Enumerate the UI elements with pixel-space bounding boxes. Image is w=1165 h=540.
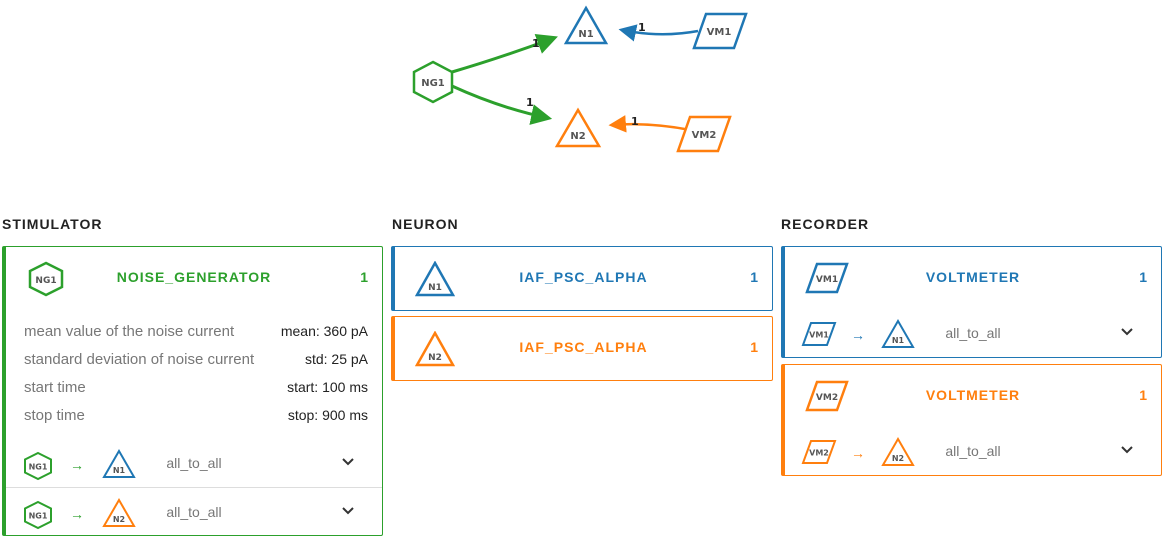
node-label: N2 [892, 454, 904, 463]
node-label: VM1 [707, 27, 732, 38]
parallelogram-icon: VM1 [801, 321, 837, 352]
chevron-down-icon[interactable] [338, 451, 358, 476]
param-label: standard deviation of noise current [24, 351, 255, 368]
chevron-down-icon[interactable] [338, 500, 358, 525]
edge-vm2-n2[interactable]: 1 [608, 115, 691, 133]
param-row-stop[interactable]: stop time stop: 900 ms [24, 407, 368, 431]
model-name: NOISE_GENERATOR [116, 269, 272, 285]
population-count: 1 [1139, 269, 1147, 285]
parallelogram-icon: VM2 [805, 379, 849, 418]
node-label: VM2 [692, 130, 717, 141]
param-label: start time [24, 379, 86, 396]
node-label: NG1 [421, 78, 445, 89]
population-count: 1 [1139, 387, 1147, 403]
node-label: N1 [428, 283, 442, 293]
edge-vm1-n1[interactable]: 1 [618, 21, 699, 42]
param-row-start[interactable]: start time start: 100 ms [24, 379, 368, 403]
node-label: NG1 [35, 276, 56, 286]
neuron-column-title: NEURON [392, 216, 459, 232]
node-n2[interactable]: N2 [554, 107, 602, 148]
node-vm2[interactable]: VM2 [676, 115, 732, 153]
edge-ng1-n1[interactable]: 1 [451, 33, 558, 74]
chevron-down-icon[interactable] [1117, 439, 1137, 464]
network-graph[interactable]: 1 1 1 1 NG1 N1 N2 VM1 VM2 [0, 0, 1165, 195]
param-label: stop time [24, 407, 85, 424]
arrow-right-icon: → [70, 457, 84, 473]
edge-weight-label: 1 [526, 96, 534, 109]
edge-weight-label: 1 [532, 37, 540, 50]
node-label: N1 [892, 336, 905, 345]
triangle-icon: N1 [102, 448, 136, 484]
node-vm1[interactable]: VM1 [692, 12, 748, 50]
node-label: NG1 [29, 463, 48, 472]
neuron-card-n2[interactable]: N2 IAF_PSC_ALPHA 1 [391, 316, 773, 381]
node-label: NG1 [29, 512, 48, 521]
hexagon-icon: NG1 [26, 261, 66, 302]
hexagon-icon: NG1 [22, 451, 54, 486]
param-row-std[interactable]: standard deviation of noise current std:… [24, 351, 368, 375]
recorder-card-header[interactable]: VM2 VOLTMETER 1 [785, 365, 1161, 427]
stimulator-card-header[interactable]: NG1 NOISE_GENERATOR 1 [6, 247, 382, 309]
triangle-icon: N1 [414, 260, 456, 302]
recorder-card-vm1[interactable]: VM1 VOLTMETER 1 VM1 → N1 all_to_all [781, 246, 1162, 358]
neuron-card-header[interactable]: N2 IAF_PSC_ALPHA 1 [395, 317, 772, 379]
population-count: 1 [750, 339, 758, 355]
model-name: VOLTMETER [925, 269, 1021, 285]
recorder-card-vm2[interactable]: VM2 VOLTMETER 1 VM2 → N2 all_to_all [781, 364, 1162, 476]
model-name: IAF_PSC_ALPHA [519, 339, 648, 355]
node-label: VM1 [809, 331, 829, 340]
node-label: VM2 [816, 393, 838, 403]
connection-row-vm1-n1[interactable]: VM1 → N1 all_to_all [785, 309, 1161, 357]
node-label: VM2 [809, 449, 829, 458]
edge-ng1-n2[interactable]: 1 [451, 84, 553, 125]
param-value[interactable]: mean: 360 pA [280, 323, 368, 339]
neuron-card-n1[interactable]: N1 IAF_PSC_ALPHA 1 [391, 246, 773, 311]
hexagon-icon: NG1 [22, 500, 54, 535]
node-label: N2 [428, 353, 442, 363]
triangle-icon: N2 [881, 436, 915, 472]
triangle-icon: N2 [414, 330, 456, 372]
arrow-right-icon: → [851, 445, 865, 461]
connection-row-ng1-n1[interactable]: NG1 → N1 all_to_all [6, 439, 382, 487]
parallelogram-icon: VM2 [801, 439, 837, 470]
recorder-column-title: RECORDER [781, 216, 870, 232]
chevron-down-icon[interactable] [1117, 321, 1137, 346]
connection-rule: all_to_all [945, 325, 1001, 341]
neuron-card-header[interactable]: N1 IAF_PSC_ALPHA 1 [395, 247, 772, 309]
triangle-icon: N2 [102, 497, 136, 533]
model-name: VOLTMETER [925, 387, 1021, 403]
triangle-icon: N1 [881, 318, 915, 354]
stimulator-card-ng1[interactable]: NG1 NOISE_GENERATOR 1 mean value of the … [2, 246, 383, 536]
node-label: N2 [570, 131, 585, 142]
node-n1[interactable]: N1 [563, 5, 609, 45]
stimulator-column-title: STIMULATOR [2, 216, 103, 232]
arrow-right-icon: → [70, 506, 84, 522]
param-row-mean[interactable]: mean value of the noise current mean: 36… [24, 323, 368, 347]
node-ng1[interactable]: NG1 [412, 60, 454, 104]
param-label: mean value of the noise current [24, 323, 235, 340]
model-name: IAF_PSC_ALPHA [519, 269, 648, 285]
param-value[interactable]: start: 100 ms [287, 379, 368, 395]
node-label: N1 [578, 29, 593, 40]
parallelogram-icon: VM1 [805, 261, 849, 300]
node-label: N1 [113, 466, 126, 475]
connection-rule: all_to_all [166, 455, 222, 471]
edge-weight-label: 1 [631, 115, 639, 128]
arrow-right-icon: → [851, 327, 865, 343]
connection-rule: all_to_all [166, 504, 222, 520]
connection-rule: all_to_all [945, 443, 1001, 459]
edge-weight-label: 1 [638, 21, 646, 34]
param-value[interactable]: std: 25 pA [304, 351, 368, 367]
connection-row-vm2-n2[interactable]: VM2 → N2 all_to_all [785, 427, 1161, 475]
population-count: 1 [360, 269, 368, 285]
node-label: N2 [113, 515, 125, 524]
node-label: VM1 [816, 275, 838, 285]
connection-row-ng1-n2[interactable]: NG1 → N2 all_to_all [6, 487, 382, 536]
param-value[interactable]: stop: 900 ms [287, 407, 368, 423]
recorder-card-header[interactable]: VM1 VOLTMETER 1 [785, 247, 1161, 309]
population-count: 1 [750, 269, 758, 285]
